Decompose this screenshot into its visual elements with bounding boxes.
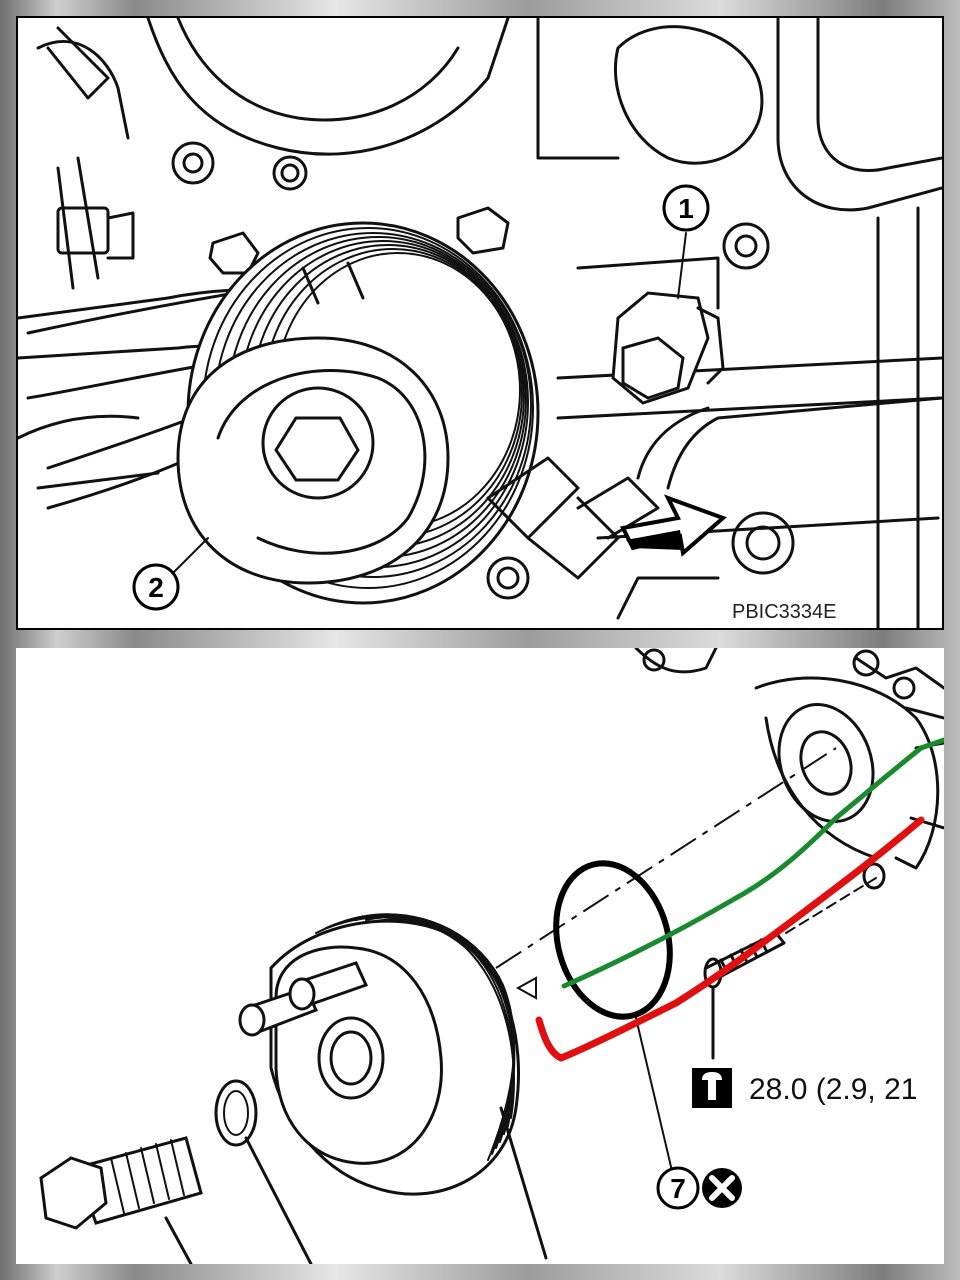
callout-1: 1 <box>662 184 710 232</box>
callout-7: 7 <box>656 1166 700 1210</box>
green-markup-line <box>561 737 944 989</box>
svg-text:7: 7 <box>670 1173 686 1204</box>
oil-cooler-exploded-drawing: 28.0 (2.9, 21 7 <box>39 648 944 1264</box>
o-ring <box>553 860 673 1020</box>
sealing-washer <box>214 1079 258 1147</box>
oil-cooler <box>176 221 540 605</box>
svg-text:28.0 (2.9, 21: 28.0 (2.9, 21 <box>749 1073 917 1106</box>
do-not-reuse-icon <box>702 1168 742 1208</box>
bottom-diagram-panel: 28.0 (2.9, 21 7 <box>16 648 944 1264</box>
red-markup-line <box>535 816 925 1062</box>
oil-pressure-switch <box>611 291 725 405</box>
oil-cooler <box>238 913 548 1260</box>
callout-2: 2 <box>132 563 180 611</box>
connector-bolt <box>39 1136 203 1264</box>
engine-oil-cooler-installed-drawing: 1 2 PBIC3334E <box>18 18 942 628</box>
svg-text:2: 2 <box>148 572 164 603</box>
top-diagram-panel: 1 2 PBIC3334E <box>16 16 944 630</box>
figure-code: PBIC3334E <box>732 601 837 623</box>
torque-spec: 28.0 (2.9, 21 <box>692 1068 917 1108</box>
svg-text:1: 1 <box>678 193 694 224</box>
